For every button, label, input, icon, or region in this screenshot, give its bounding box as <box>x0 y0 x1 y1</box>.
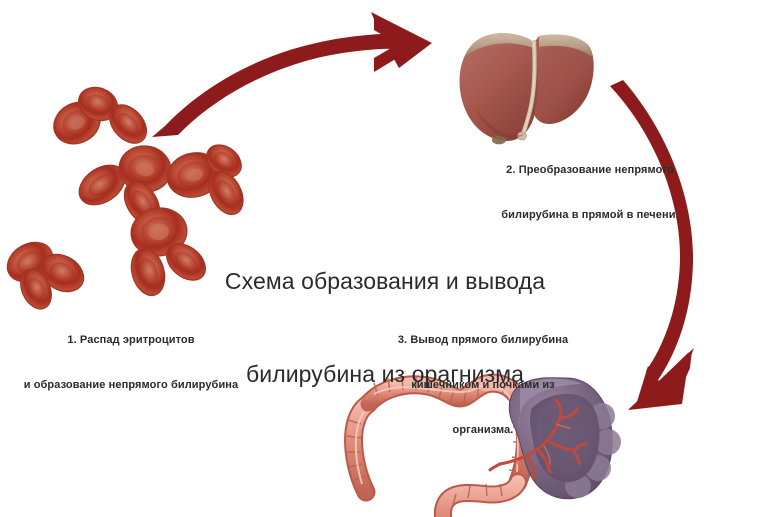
step-label-3: 3. Вывод прямого билирубина кишечником и… <box>365 303 601 468</box>
blood-cell <box>78 164 126 206</box>
blood-cell <box>130 207 188 257</box>
kidney-illustration <box>488 377 621 500</box>
page-title: Схема образования и вывода билирубина из… <box>0 204 770 452</box>
step-label-1: 1. Распад эритроцитов и образование непр… <box>0 303 262 423</box>
page-title-line-1: Схема образования и вывода <box>224 268 546 294</box>
red-blood-cells-illustration <box>6 86 244 310</box>
step-label-1-line-2: и образование непрямого билирубина <box>23 379 239 391</box>
blood-cell <box>166 152 222 198</box>
step-label-3-line-1: 3. Вывод прямого билирубина <box>397 334 569 346</box>
step-label-2-line-2: билирубина в прямой в печени. <box>501 209 679 221</box>
blood-cell <box>39 253 85 293</box>
step-label-2-line-1: 2. Преобразование непрямого <box>506 164 674 176</box>
blood-cell <box>166 243 206 281</box>
liver-illustration <box>459 33 594 145</box>
blood-cell <box>53 101 101 145</box>
step-label-2: 2. Преобразование непрямого билирубина в… <box>470 133 710 253</box>
blood-cell <box>118 145 172 193</box>
blood-cell <box>108 104 148 144</box>
blood-cell <box>130 247 166 297</box>
step-label-3-line-3: организма. <box>452 424 514 436</box>
blood-cell <box>20 268 52 310</box>
arrow-liver-to-organs-icon <box>610 80 694 410</box>
arrow-cells-to-liver-icon <box>152 12 432 138</box>
step-label-3-line-2: кишечником и почками из <box>411 379 555 391</box>
page-title-line-2: билирубина из орагнизма <box>245 361 525 387</box>
blood-cell <box>206 144 242 178</box>
blood-cell <box>208 170 244 216</box>
step-label-1-line-1: 1. Распад эритроцитов <box>67 334 195 346</box>
